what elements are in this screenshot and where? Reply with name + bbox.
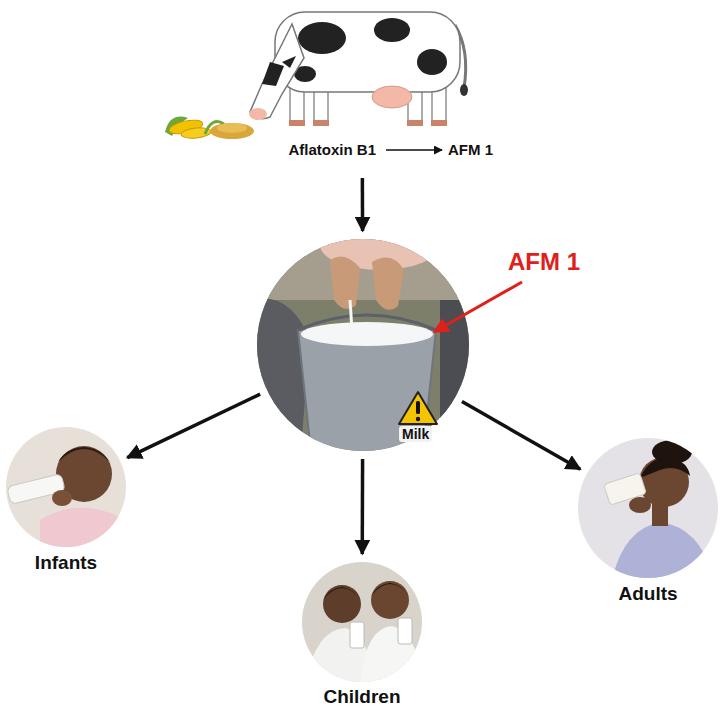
flow-arrow — [361, 178, 365, 231]
milk-label: Milk — [399, 426, 432, 442]
milk-circle: Milk — [257, 239, 469, 451]
milking-photo — [250, 220, 480, 462]
metabolite-label: AFM 1 — [448, 141, 493, 158]
adult-photo — [570, 430, 724, 590]
children-photo — [300, 560, 425, 685]
callout-arrow — [434, 282, 522, 332]
cow-illustration — [249, 12, 468, 126]
consumer-circle: Children — [302, 562, 422, 682]
callout-label: AFM 1 — [508, 248, 580, 276]
infant-photo — [0, 420, 130, 550]
warning-sign — [399, 392, 437, 424]
feed-illustration — [165, 117, 254, 140]
toxin-label: Aflatoxin B1 — [288, 141, 376, 158]
consumer-circle: Infants — [6, 427, 126, 547]
flow-arrow — [127, 394, 260, 457]
flow-arrow — [360, 459, 364, 554]
flow-arrow — [462, 402, 580, 470]
consumer-heading: Children — [323, 686, 400, 708]
consumer-heading: Adults — [618, 583, 677, 605]
conversion-arrow — [386, 149, 442, 151]
consumer-heading: Infants — [35, 552, 97, 574]
source-box: Aflatoxin B1 AFM 1 — [150, 0, 574, 170]
consumer-circle: Adults — [578, 438, 718, 578]
